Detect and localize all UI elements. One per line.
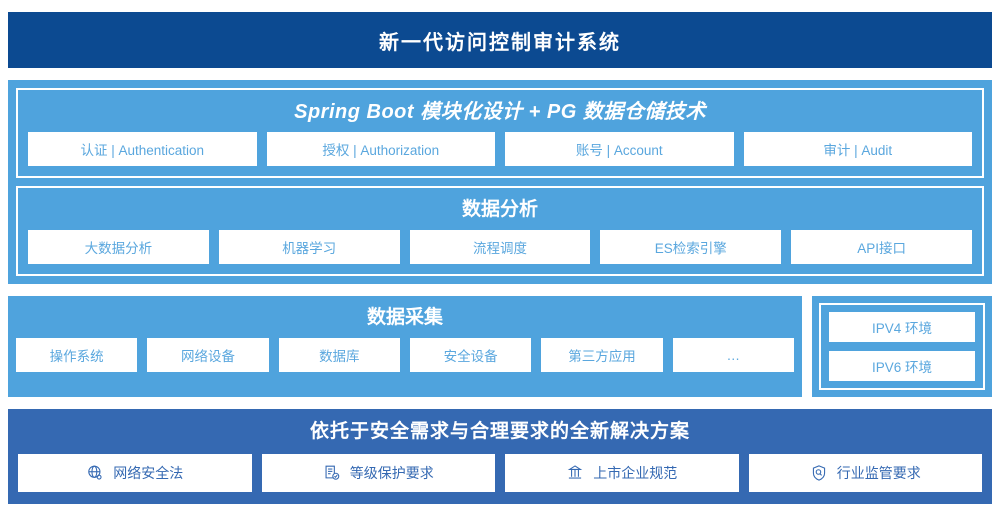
chip-audit[interactable]: 审计 | Audit bbox=[743, 132, 972, 166]
chip-process-scheduling[interactable]: 流程调度 bbox=[409, 230, 591, 264]
chip-api-interface[interactable]: API接口 bbox=[791, 230, 972, 264]
platform-panel: Spring Boot 模块化设计 + PG 数据仓储技术 认证 | Authe… bbox=[16, 88, 984, 178]
chip-operating-system[interactable]: 操作系统 bbox=[16, 338, 138, 372]
chip-database[interactable]: 数据库 bbox=[278, 338, 400, 372]
chip-authorization[interactable]: 授权 | Authorization bbox=[266, 132, 495, 166]
chip-security-device[interactable]: 安全设备 bbox=[409, 338, 532, 372]
chip-ipv6-environment[interactable]: IPV6 环境 bbox=[829, 351, 975, 381]
environment-inner: IPV4 环境 IPV6 环境 bbox=[819, 303, 985, 390]
chip-listed-enterprise-standard[interactable]: 上市企业规范 bbox=[505, 454, 739, 492]
chip-cybersecurity-law[interactable]: 网络安全法 bbox=[18, 454, 252, 492]
analysis-chip-row: 大数据分析 机器学习 流程调度 ES检索引擎 API接口 bbox=[28, 230, 972, 264]
document-check-icon bbox=[323, 464, 341, 482]
chip-authentication[interactable]: 认证 | Authentication bbox=[28, 132, 257, 166]
environment-panel: IPV4 环境 IPV6 环境 bbox=[812, 296, 992, 397]
collection-chip-row: 操作系统 网络设备 数据库 安全设备 第三方应用 … bbox=[16, 338, 794, 372]
chip-third-party-application[interactable]: 第三方应用 bbox=[541, 338, 663, 372]
bank-building-icon bbox=[566, 464, 584, 482]
chip-es-search-engine[interactable]: ES检索引擎 bbox=[600, 230, 782, 264]
chip-label: 行业监管要求 bbox=[836, 465, 921, 481]
chip-ipv4-environment[interactable]: IPV4 环境 bbox=[829, 312, 975, 342]
chip-big-data-analysis[interactable]: 大数据分析 bbox=[28, 230, 209, 264]
chip-account[interactable]: 账号 | Account bbox=[505, 132, 734, 166]
shield-search-icon bbox=[810, 464, 828, 482]
collection-panel: 数据采集 操作系统 网络设备 数据库 安全设备 第三方应用 … bbox=[8, 296, 802, 397]
chip-classified-protection[interactable]: 等级保护要求 bbox=[261, 454, 495, 492]
globe-icon bbox=[86, 464, 104, 482]
chip-label: 网络安全法 bbox=[113, 465, 184, 481]
collection-inner: 数据采集 操作系统 网络设备 数据库 安全设备 第三方应用 … bbox=[16, 304, 794, 372]
chip-machine-learning[interactable]: 机器学习 bbox=[218, 230, 400, 264]
chip-more-ellipsis[interactable]: … bbox=[672, 338, 794, 372]
collection-row: 数据采集 操作系统 网络设备 数据库 安全设备 第三方应用 … IPV4 环境 … bbox=[8, 296, 992, 397]
analysis-panel: 数据分析 大数据分析 机器学习 流程调度 ES检索引擎 API接口 bbox=[16, 186, 984, 276]
platform-chip-row: 认证 | Authentication 授权 | Authorization 账… bbox=[28, 132, 972, 166]
platform-and-analysis-section: Spring Boot 模块化设计 + PG 数据仓储技术 认证 | Authe… bbox=[8, 80, 992, 284]
chip-network-device[interactable]: 网络设备 bbox=[147, 338, 269, 372]
compliance-section: 依托于安全需求与合理要求的全新解决方案 网络安全法 bbox=[8, 409, 992, 504]
compliance-chip-row: 网络安全法 等级保护要求 bbox=[18, 454, 982, 492]
analysis-panel-title: 数据分析 bbox=[461, 199, 538, 220]
page-title: 新一代访问控制审计系统 bbox=[379, 31, 621, 54]
chip-industry-regulation[interactable]: 行业监管要求 bbox=[748, 454, 982, 492]
header-banner: 新一代访问控制审计系统 bbox=[8, 12, 992, 68]
platform-panel-title: Spring Boot 模块化设计 + PG 数据仓储技术 bbox=[294, 101, 706, 123]
chip-label: 上市企业规范 bbox=[593, 465, 678, 481]
chip-label: 等级保护要求 bbox=[349, 465, 434, 481]
collection-panel-title: 数据采集 bbox=[366, 307, 443, 328]
compliance-panel-title: 依托于安全需求与合理要求的全新解决方案 bbox=[309, 421, 690, 442]
